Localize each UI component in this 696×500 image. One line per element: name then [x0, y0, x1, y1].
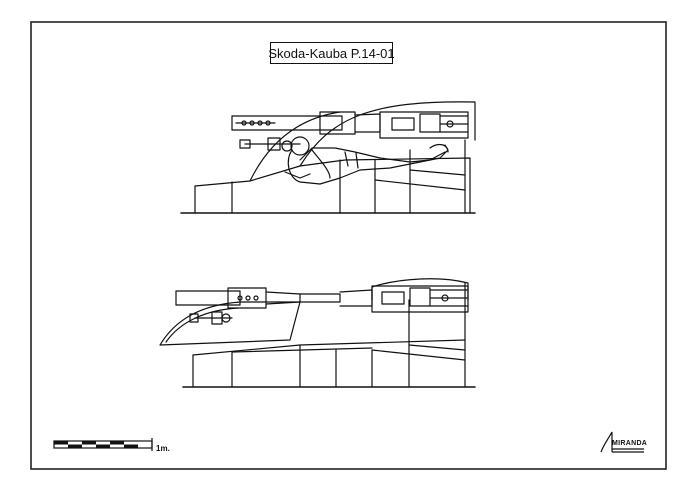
drawing-title: Skoda-Kauba P.14-01: [268, 45, 395, 61]
scale-label: 1m.: [156, 444, 170, 453]
top-cockpit-drawing: [180, 101, 476, 214]
signature-text: MIRANDA: [612, 440, 648, 447]
miranda-logo-icon: [600, 431, 644, 453]
title-box: Skoda-Kauba P.14-01: [268, 42, 395, 64]
page-frame: [30, 21, 667, 470]
scale-bar-icon: [53, 438, 153, 451]
bottom-cockpit-drawing: [159, 278, 476, 388]
